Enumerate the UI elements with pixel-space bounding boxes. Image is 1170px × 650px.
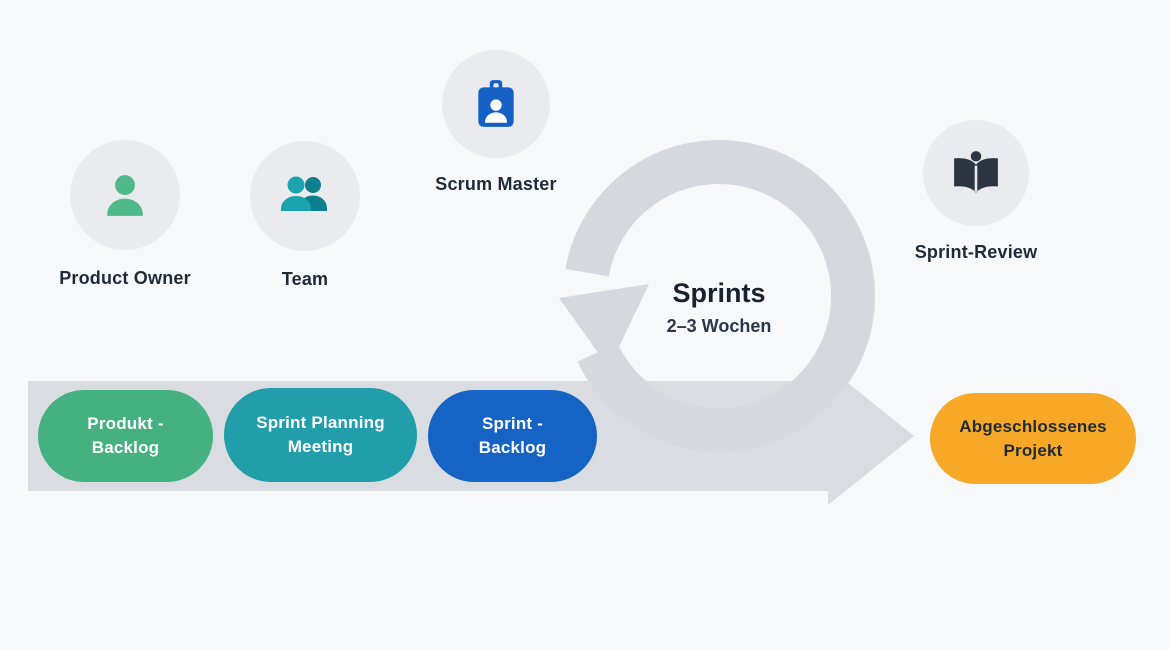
id-badge-icon <box>478 80 514 127</box>
loop-title: Sprints <box>672 278 766 308</box>
stage-produkt-backlog: Produkt - Backlog <box>38 390 213 482</box>
sprint-review-bubble <box>923 120 1029 226</box>
open-book-icon <box>954 151 998 193</box>
role-product-owner: Product Owner <box>55 140 195 289</box>
result-label-line1: Abgeschlossenes <box>959 416 1107 436</box>
role-scrum-master: Scrum Master <box>415 50 577 195</box>
person-icon <box>107 175 143 216</box>
stage-label-line2: Meeting <box>287 437 354 456</box>
stage-label-line1: Sprint - <box>481 414 544 434</box>
product-owner-bubble <box>70 140 180 250</box>
sprint-loop-label: Sprints 2–3 Wochen <box>619 278 819 337</box>
stage-label-line1: Sprint Planning <box>256 413 385 433</box>
stage-label-line2: Backlog <box>91 438 160 457</box>
team-bubble <box>250 141 360 251</box>
result-abgeschlossenes-projekt: Abgeschlossenes Projekt <box>930 393 1136 484</box>
role-label: Scrum Master <box>435 174 557 194</box>
stage-sprint-backlog: Sprint - Backlog <box>428 390 597 482</box>
scrum-master-bubble <box>442 50 550 158</box>
role-sprint-review: Sprint-Review <box>895 120 1057 263</box>
loop-subtitle: 2–3 Wochen <box>666 316 772 336</box>
stage-label-line1: Produkt - <box>87 414 164 434</box>
people-icon <box>281 176 327 211</box>
role-label: Product Owner <box>59 268 191 288</box>
stage-label-line2: Backlog <box>478 438 547 457</box>
result-label-line2: Projekt <box>1003 440 1063 460</box>
stage-sprint-planning-meeting: Sprint Planning Meeting <box>224 388 417 482</box>
sprint-loop-arrow-icon <box>559 140 875 452</box>
role-team: Team <box>235 141 375 290</box>
role-label: Sprint-Review <box>914 242 1038 262</box>
role-label: Team <box>281 269 329 289</box>
